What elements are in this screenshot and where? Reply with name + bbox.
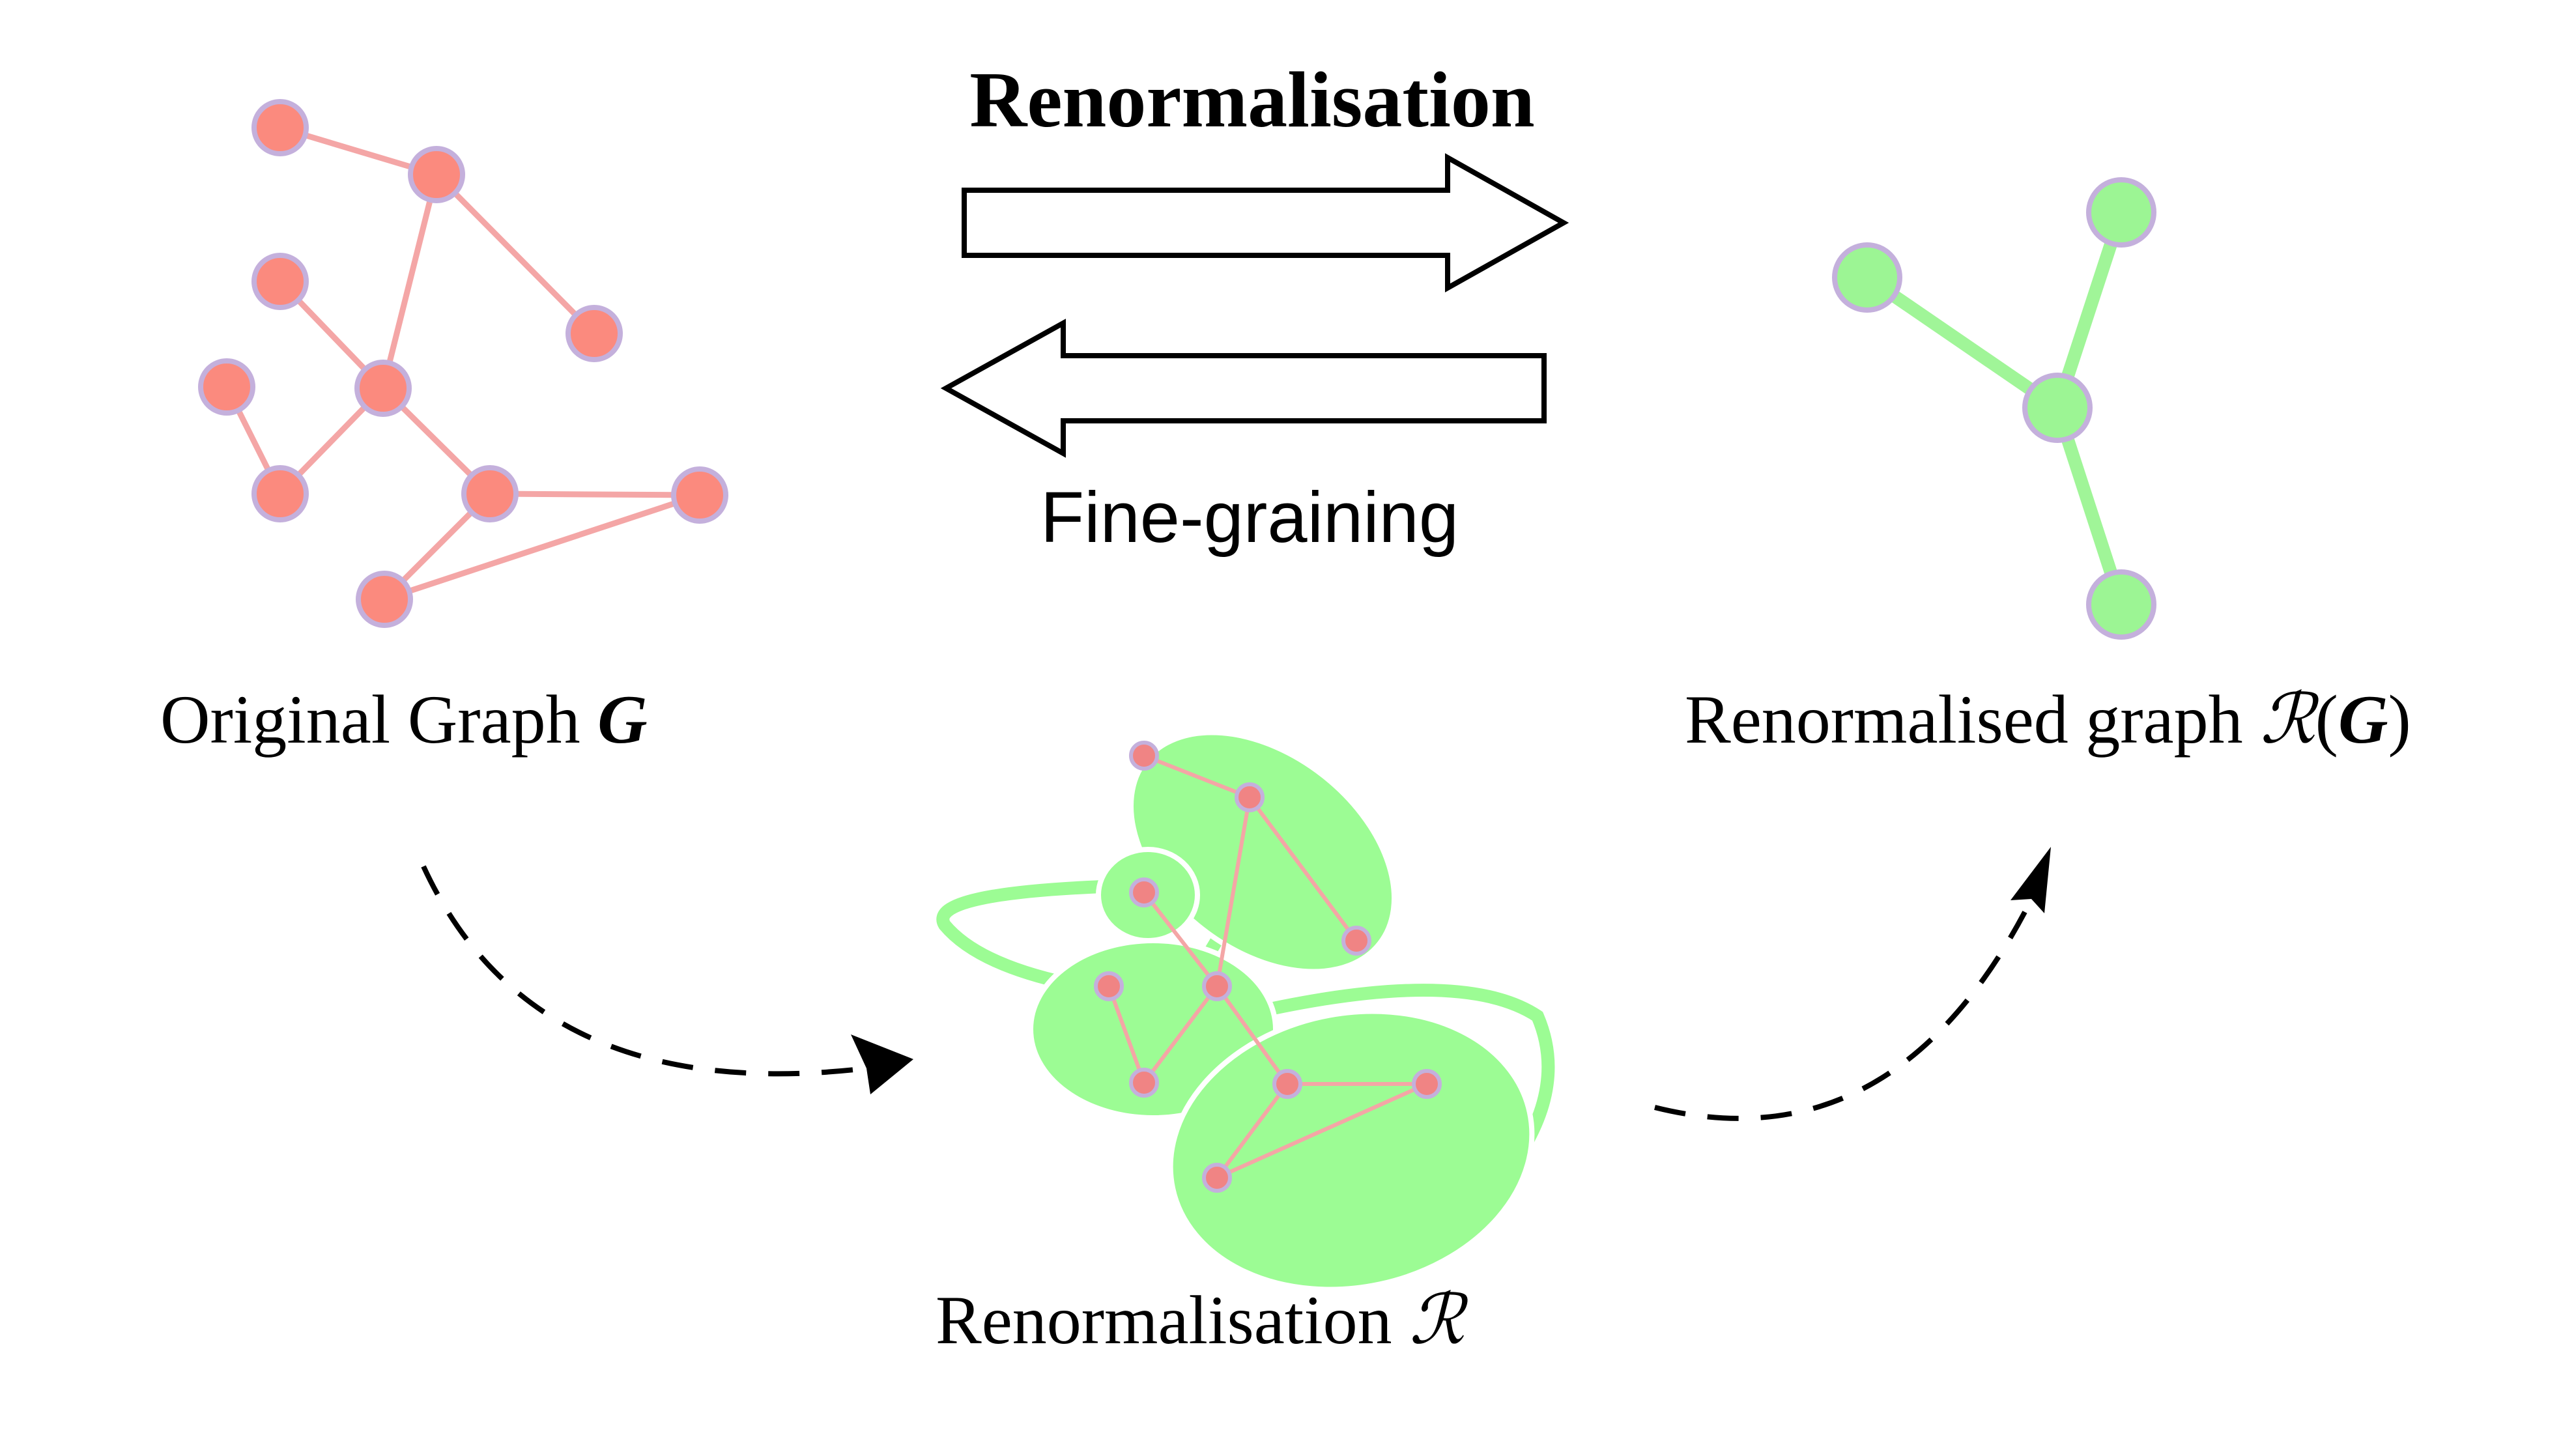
- edge: [1142, 984, 1219, 1085]
- graph-node: [461, 465, 519, 522]
- backward-arrow: [940, 319, 1547, 458]
- inner-graph-edges: [1107, 754, 1429, 1180]
- supernode-ellipses: [1028, 730, 1535, 1292]
- graph-node: [1412, 1069, 1442, 1099]
- graph-node: [1272, 1069, 1302, 1099]
- graph-node: [408, 146, 465, 203]
- graph-node: [1202, 971, 1232, 1001]
- renormalisation-label: Renormalisation ℛ: [936, 1279, 1468, 1359]
- edge: [381, 492, 703, 603]
- renormalised-graph: Renormalised graph ℛ(G): [1685, 177, 2411, 759]
- renormalised-graph-nodes: [1832, 177, 2156, 640]
- arrowhead: [2011, 847, 2051, 913]
- original-graph: Original Graph G: [160, 99, 728, 758]
- edge: [1142, 890, 1219, 988]
- edge: [1107, 984, 1146, 1085]
- fine-graining-label: Fine-graining: [1040, 477, 1459, 558]
- graph-node: [2022, 373, 2093, 443]
- edge: [1215, 1082, 1289, 1180]
- graph-node: [356, 571, 413, 628]
- graph-node: [2086, 177, 2156, 248]
- graph-node: [2086, 569, 2156, 640]
- renormalisation-title-group: Renormalisation: [969, 56, 1535, 144]
- original-graph-nodes: [198, 99, 728, 628]
- graph-node: [1129, 741, 1159, 771]
- dashed-curved-arrow-icon: [421, 865, 867, 1077]
- hollow-left-arrow-icon: [940, 319, 1547, 458]
- original-graph-label: Original Graph G: [160, 681, 648, 758]
- band-left: [936, 879, 1127, 990]
- graph-node: [198, 358, 255, 416]
- graph-node: [1341, 926, 1371, 956]
- dashed-arrow-left: [421, 865, 913, 1094]
- dashed-arrow-right: [1654, 847, 2051, 1121]
- graph-node: [1094, 971, 1124, 1001]
- renormalised-graph-label: Renormalised graph ℛ(G): [1685, 679, 2411, 759]
- forward-arrow: [962, 153, 1569, 292]
- graph-node: [1129, 1068, 1159, 1098]
- renormalisation-illustration: Renormalisation ℛ: [936, 730, 1555, 1359]
- arrowhead: [851, 1034, 913, 1094]
- dashed-curved-arrow-icon: [1654, 911, 2027, 1121]
- edge: [1861, 271, 2064, 414]
- graph-node: [1129, 877, 1159, 907]
- edge: [1248, 795, 1358, 943]
- graph-node: [1202, 1163, 1232, 1193]
- edge: [1142, 754, 1252, 799]
- graph-node: [1235, 782, 1265, 812]
- graph-node: [251, 465, 309, 522]
- renormalisation-title: Renormalisation: [969, 56, 1535, 144]
- graph-node: [354, 360, 412, 417]
- edge: [433, 171, 597, 337]
- graph-node: [565, 305, 623, 362]
- graph-node: [251, 99, 309, 156]
- edge: [1215, 795, 1252, 988]
- inner-graph-nodes: [1094, 741, 1442, 1193]
- supernode-bottom: [1167, 1008, 1535, 1292]
- graph-node: [1832, 242, 1902, 313]
- original-graph-edges: [223, 124, 703, 603]
- edge: [1215, 1082, 1429, 1180]
- edge: [487, 491, 703, 498]
- hollow-right-arrow-icon: [962, 153, 1569, 292]
- edge: [1215, 984, 1289, 1086]
- graph-node: [251, 253, 309, 310]
- edge: [380, 171, 440, 391]
- graph-node: [671, 466, 728, 524]
